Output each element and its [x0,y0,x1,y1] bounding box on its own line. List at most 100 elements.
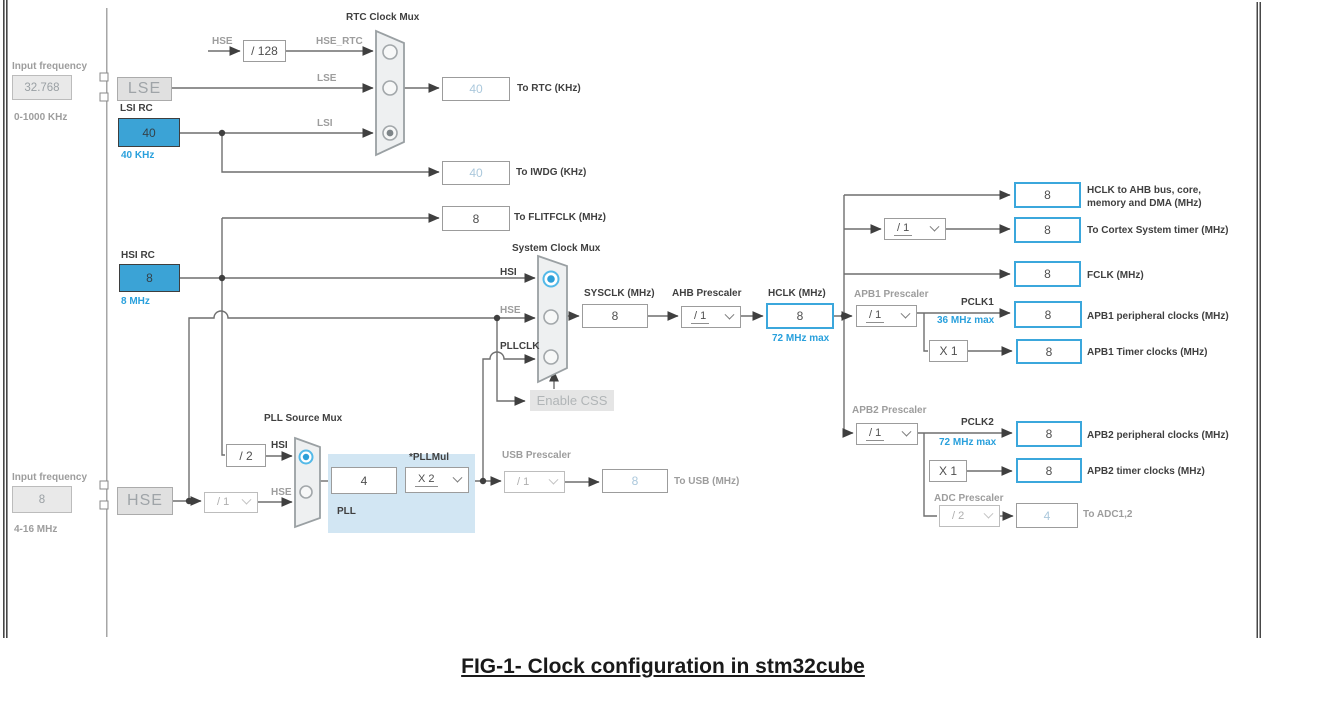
lse-input-frequency-label: Input frequency [12,61,88,72]
pclk1-wire-label: PCLK1 [961,297,994,308]
pll-mux-radio-hsi-selected[interactable] [298,449,314,465]
sys-mux-radio-pllclk[interactable] [543,349,559,365]
lsi-wire-label: LSI [317,118,333,129]
input-bus-line [106,8,108,637]
apb2-peripheral-label: APB2 peripheral clocks (MHz) [1087,430,1229,441]
enable-css-button[interactable]: Enable CSS [530,390,614,411]
right-border-line-2 [1259,2,1261,638]
apb1-timer-value-box[interactable]: 8 [1016,339,1082,364]
system-mux-title: System Clock Mux [512,243,601,254]
ahb-prescaler-value: / 1 [691,310,710,324]
pllmul-value: X 2 [415,473,438,487]
pll-mux-radio-hse[interactable] [299,485,313,499]
sys-mux-radio-hsi-selected[interactable] [542,270,560,288]
ahb-prescaler-select[interactable]: / 1 [681,306,741,328]
apb1-peripheral-label: APB1 peripheral clocks (MHz) [1087,311,1229,322]
cortex-divider-select[interactable]: / 1 [884,218,946,240]
wires [172,46,1014,521]
lsi-rc-title: LSI RC [120,103,153,114]
fclk-label: FCLK (MHz) [1087,270,1144,281]
pclk2-max-note: 72 MHz max [939,437,997,448]
hse-input-frequency-field[interactable]: 8 [12,486,72,513]
hclk-label: HCLK (MHz) [768,288,826,299]
cortex-timer-label: To Cortex System timer (MHz) [1087,225,1229,236]
hse-input-range-label: 4-16 MHz [14,524,58,535]
to-adc-value-box[interactable]: 4 [1016,503,1078,528]
to-usb-label: To USB (MHz) [674,476,740,487]
usb-prescaler-label: USB Prescaler [502,450,571,461]
hse-input-frequency-label: Input frequency [12,472,88,483]
apb2-timer-multiplier-box[interactable]: X 1 [929,460,967,482]
chevron-down-icon [452,472,463,483]
lse-wire-label: LSE [317,73,337,84]
apb1-peripheral-value-box[interactable]: 8 [1014,301,1082,328]
apb1-prescaler-value: / 1 [866,309,885,323]
pll-mux-title: PLL Source Mux [264,413,343,424]
chevron-down-icon [901,426,912,437]
apb1-prescaler-label: APB1 Prescaler [854,289,929,300]
pll-hse-divider-select[interactable]: / 1 [204,492,258,513]
to-flitfclk-value-box[interactable]: 8 [442,206,510,231]
ahb-prescaler-label: AHB Prescaler [672,288,742,299]
to-flitfclk-label: To FLITFCLK (MHz) [514,212,607,223]
pclk2-wire-label: PCLK2 [961,417,994,428]
lse-input-frequency-field[interactable]: 32.768 [12,75,72,100]
lse-input-range-label: 0-1000 KHz [14,112,68,123]
hse-source-box[interactable]: HSE [117,487,173,515]
rtc-mux-radio-lsi-selected[interactable] [382,125,398,141]
cortex-timer-value-box[interactable]: 8 [1014,217,1081,243]
apb2-timer-value-box[interactable]: 8 [1016,458,1082,483]
sys-hsi-wire-label: HSI [500,267,517,278]
chevron-down-icon [548,474,559,485]
lsi-frequency-note: 40 KHz [121,150,155,161]
hclk-max-note: 72 MHz max [772,333,830,344]
hclk-ahb-label-line1: HCLK to AHB bus, core, [1087,185,1202,196]
apb1-timer-label: APB1 Timer clocks (MHz) [1087,347,1208,358]
hclk-ahb-value-box[interactable]: 8 [1014,182,1081,208]
lse-source-box[interactable]: LSE [117,77,172,101]
pll-hsi-divider-box[interactable]: / 2 [226,444,266,467]
figure-caption: FIG-1- Clock configuration in stm32cube [461,655,865,678]
lsi-rc-box[interactable]: 40 [118,118,180,147]
adc-prescaler-value: / 2 [952,509,965,522]
usb-prescaler-value: / 1 [517,475,530,488]
rtc-hse-wire-label: HSE [212,36,233,47]
pll-panel-label: PLL [337,506,356,517]
left-border-line [3,0,5,638]
chevron-down-icon [241,494,252,505]
usb-prescaler-select[interactable]: / 1 [504,471,565,493]
hclk-ahb-label-line2: memory and DMA (MHz) [1087,198,1202,209]
adc-prescaler-label: ADC Prescaler [934,493,1004,504]
hclk-value-box[interactable]: 8 [766,303,834,329]
bus-connector-squares [99,72,109,510]
fclk-value-box[interactable]: 8 [1014,261,1081,287]
apb1-prescaler-select[interactable]: / 1 [856,305,917,327]
to-iwdg-label: To IWDG (KHz) [516,167,587,178]
rtc-hse-divider-box[interactable]: / 128 [243,40,286,62]
to-iwdg-value-box[interactable]: 40 [442,161,510,185]
sysclk-value-box[interactable]: 8 [582,304,648,328]
pll-input-value-box[interactable]: 4 [331,467,397,494]
to-adc-label: To ADC1,2 [1083,509,1133,520]
apb2-timer-label: APB2 timer clocks (MHz) [1087,466,1205,477]
pllmul-select[interactable]: X 2 [405,467,469,493]
apb2-peripheral-value-box[interactable]: 8 [1016,421,1082,447]
pll-hse-wire-label: HSE [271,487,292,498]
rtc-mux-radio-lse[interactable] [382,80,398,96]
hsi-rc-box[interactable]: 8 [119,264,180,292]
cortex-divider-value: / 1 [894,222,913,236]
to-rtc-value-box[interactable]: 40 [442,77,510,101]
apb1-timer-multiplier-box[interactable]: X 1 [929,340,968,362]
hsi-frequency-note: 8 MHz [121,296,150,307]
adc-prescaler-select[interactable]: / 2 [939,505,1000,527]
sys-pllclk-wire-label: PLLCLK [500,341,540,352]
pclk1-max-note: 36 MHz max [937,315,995,326]
to-usb-value-box[interactable]: 8 [602,469,668,493]
sys-mux-radio-hse[interactable] [543,309,559,325]
hsi-rc-title: HSI RC [121,250,155,261]
apb2-prescaler-label: APB2 Prescaler [852,405,927,416]
chevron-down-icon [929,221,940,232]
rtc-mux-radio-hse-rtc[interactable] [382,44,398,60]
to-rtc-label: To RTC (KHz) [517,83,581,94]
apb2-prescaler-select[interactable]: / 1 [856,423,918,445]
